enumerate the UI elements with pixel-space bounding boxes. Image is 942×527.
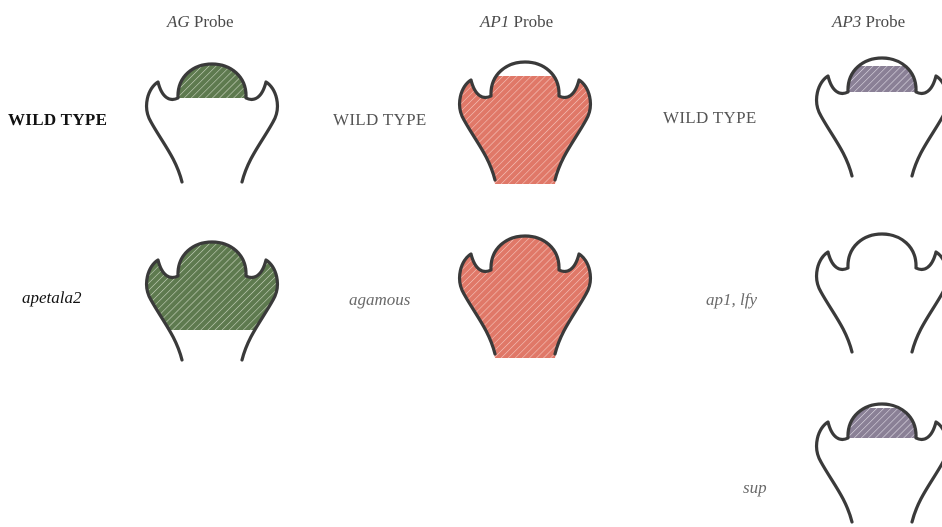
ap3-probe-word: Probe (866, 12, 906, 31)
ap1-probe-header: AP1 Probe (480, 12, 553, 32)
flower-ag-apetala2 (142, 240, 282, 364)
ag-gene-name: AG (167, 12, 190, 31)
ap3-wildtype-label: WILD TYPE (663, 108, 757, 128)
agamous-label: agamous (349, 290, 410, 310)
ap1-lfy-label: ap1, lfy (706, 290, 757, 310)
ag-stain-whole (142, 240, 282, 330)
flower-ap3-sup (812, 402, 942, 526)
flower-ap3-wildtype (812, 56, 942, 180)
sup-label: sup (743, 478, 767, 498)
ap1-probe-word: Probe (514, 12, 554, 31)
ap3-probe-header: AP3 Probe (832, 12, 905, 32)
flower-ag-wildtype (142, 62, 282, 186)
ag-wildtype-label: WILD TYPE (8, 110, 107, 130)
ap1-wildtype-label: WILD TYPE (333, 110, 427, 130)
ag-probe-word: Probe (194, 12, 234, 31)
flower-ap1-agamous (455, 234, 595, 358)
ag-probe-header: AG Probe (167, 12, 234, 32)
ap1-stain-whole (455, 234, 595, 360)
ap1-gene-name: AP1 (480, 12, 509, 31)
ap3-gene-name: AP3 (832, 12, 861, 31)
flower-ap1-wildtype (455, 60, 595, 184)
apetala2-label: apetala2 (22, 288, 82, 308)
flower-ap3-ap1-lfy (812, 232, 942, 356)
